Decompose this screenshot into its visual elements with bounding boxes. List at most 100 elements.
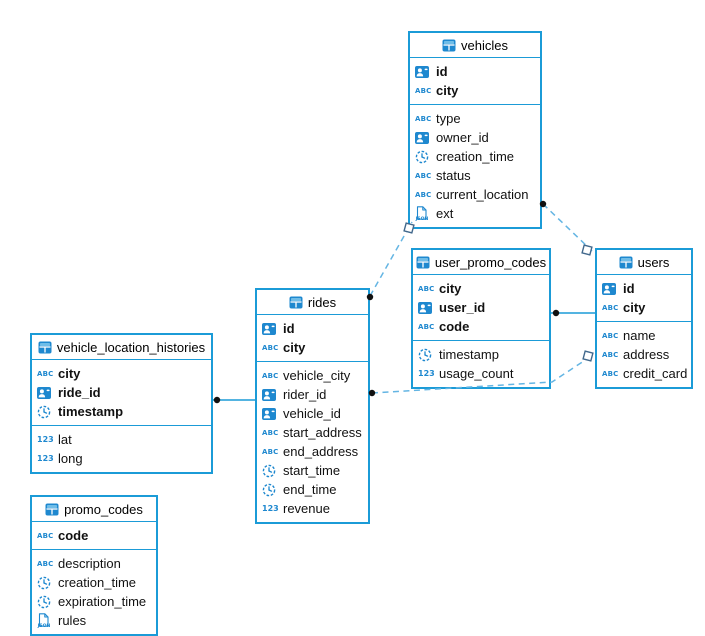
column-name: city [283,340,306,355]
table-user_promo_codes[interactable]: user_promo_codes ABC city user_id ABC co… [411,248,551,389]
table-header[interactable]: vehicles [410,33,540,58]
relationship-user_promo_codes-to-users [551,309,595,317]
column-row: ABC address [597,345,691,364]
id-type-icon [262,407,276,420]
table-promo_codes[interactable]: promo_codes ABC code ABC description cre… [30,495,158,636]
text-type-icon: ABC [418,284,435,293]
table-vehicle_location_histories[interactable]: vehicle_location_histories ABC city ride… [30,333,213,474]
key-columns-section: ABC city ride_id timestamp [32,360,211,426]
column-name: start_time [283,463,341,478]
column-row: ABC city [32,364,211,383]
table-header[interactable]: promo_codes [32,497,156,522]
column-row: ABC city [597,298,691,317]
relationship-endpoint-dot [552,309,560,317]
column-row: ABC start_address [257,423,368,442]
relationship-vehicles-to-users [539,200,593,256]
column-name: end_address [283,444,359,459]
column-name: creation_time [58,575,137,590]
column-row: ABC type [410,109,540,128]
column-row: 123 usage_count [413,364,549,383]
column-name: long [58,451,83,466]
column-name: vehicle_city [283,368,351,383]
column-name: rider_id [283,387,327,402]
column-name: user_id [439,300,486,315]
table-rides[interactable]: rides id ABC city ABC vehicle_city rider… [255,288,370,524]
svg-text:JSON: JSON [37,623,50,628]
table-vehicles[interactable]: vehicles id ABC city ABC type owner_id c… [408,31,542,229]
timestamp-type-icon [415,150,429,163]
column-row: creation_time [410,147,540,166]
table-icon [442,39,456,51]
relationship-vehicle_location_histories-to-rides [213,396,255,404]
timestamp-type-icon [37,595,51,608]
column-name: city [436,83,459,98]
column-name: id [436,64,448,79]
timestamp-type-icon [262,483,276,496]
table-icon [38,341,52,354]
table-name: users [637,254,670,270]
table-header[interactable]: user_promo_codes [413,250,549,275]
column-row: ABC city [257,338,368,357]
column-row: id [597,279,691,298]
column-row: rider_id [257,385,368,404]
key-columns-section: id ABC city [257,315,368,362]
column-name: id [623,281,635,296]
column-row: ABC code [32,526,156,545]
table-name: user_promo_codes [434,254,547,270]
column-row: id [257,319,368,338]
column-name: city [58,366,81,381]
column-row: ABC city [410,81,540,100]
text-type-icon: ABC [415,114,432,123]
table-header[interactable]: users [597,250,691,275]
column-row: ABC description [32,554,156,573]
columns-section: ABC vehicle_city rider_id vehicle_id ABC… [257,362,368,522]
column-name: expiration_time [58,594,147,609]
table-name: rides [307,294,337,310]
column-row: ABC status [410,166,540,185]
number-type-icon: 123 [37,435,54,444]
column-name: code [439,319,470,334]
text-type-icon: ABC [602,350,619,359]
text-type-icon: ABC [37,531,54,540]
timestamp-type-icon [262,464,276,477]
relationship-endpoint-square [582,350,594,362]
text-type-icon: ABC [262,447,279,456]
columns-section: ABC type owner_id creation_time ABC stat… [410,105,540,227]
column-row: user_id [413,298,549,317]
relationship-endpoint-square [581,244,593,256]
number-type-icon: 123 [418,369,435,378]
text-type-icon: ABC [262,371,279,380]
column-name: ride_id [58,385,101,400]
column-name: usage_count [439,366,514,381]
text-type-icon: ABC [418,322,435,331]
table-icon [289,296,303,308]
column-row: ABC code [413,317,549,336]
column-row: creation_time [32,573,156,592]
id-type-icon [415,131,429,144]
column-name: start_address [283,425,362,440]
columns-section: timestamp 123 usage_count [413,341,549,387]
column-row: vehicle_id [257,404,368,423]
timestamp-type-icon [418,348,432,361]
text-type-icon: ABC [415,190,432,199]
column-name: status [436,168,471,183]
column-row: start_time [257,461,368,480]
column-row: ABC name [597,326,691,345]
column-row: id [410,62,540,81]
relationship-rides-to-vehicles [366,221,415,301]
table-icon [45,503,59,515]
table-header[interactable]: rides [257,290,368,315]
column-row: 123 long [32,449,211,468]
id-type-icon [602,282,616,295]
column-name: rules [58,613,87,628]
text-type-icon: ABC [262,428,279,437]
table-icon [416,256,430,268]
column-name: creation_time [436,149,515,164]
table-header[interactable]: vehicle_location_histories [32,335,211,360]
table-icon [45,503,59,516]
table-name: vehicles [461,37,508,53]
id-type-icon [262,388,276,401]
table-users[interactable]: users id ABC city ABC name ABC address A… [595,248,693,389]
column-name: credit_card [623,366,688,381]
id-type-icon [37,386,51,399]
